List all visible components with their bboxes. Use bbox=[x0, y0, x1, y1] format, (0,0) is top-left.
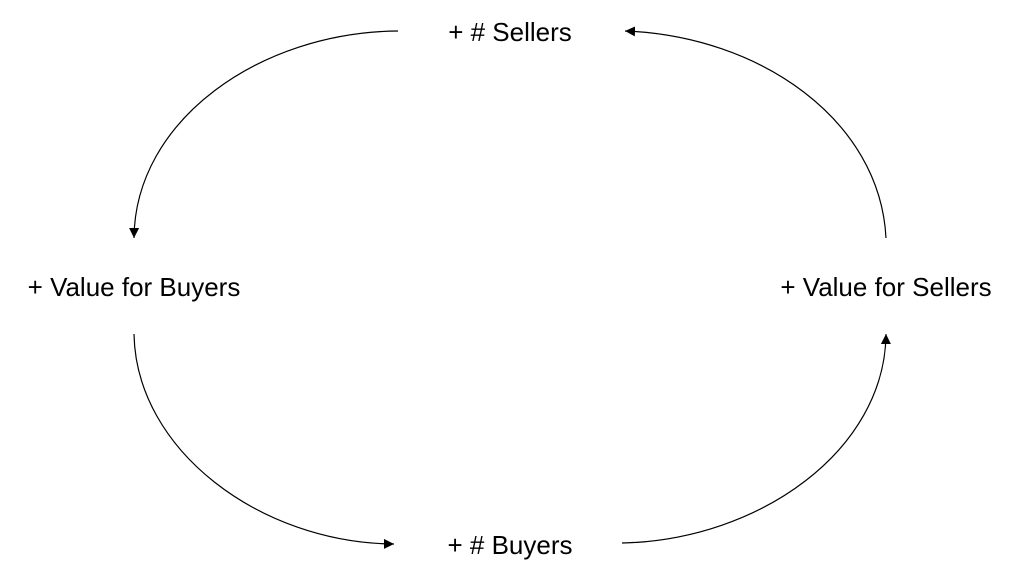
edge-value-for-buyers-to-buyers bbox=[133, 333, 395, 549]
node-value-for-sellers: + Value for Sellers bbox=[780, 272, 992, 302]
node-buyers: + # Buyers bbox=[447, 530, 573, 560]
node-sellers: + # Sellers bbox=[448, 17, 572, 47]
node-value-for-buyers: + Value for Buyers bbox=[27, 272, 241, 302]
edge-buyers-to-value-for-sellers bbox=[621, 333, 891, 544]
edge-sellers-to-value-for-buyers bbox=[129, 30, 399, 239]
edge-value-for-sellers-to-sellers bbox=[624, 26, 887, 239]
